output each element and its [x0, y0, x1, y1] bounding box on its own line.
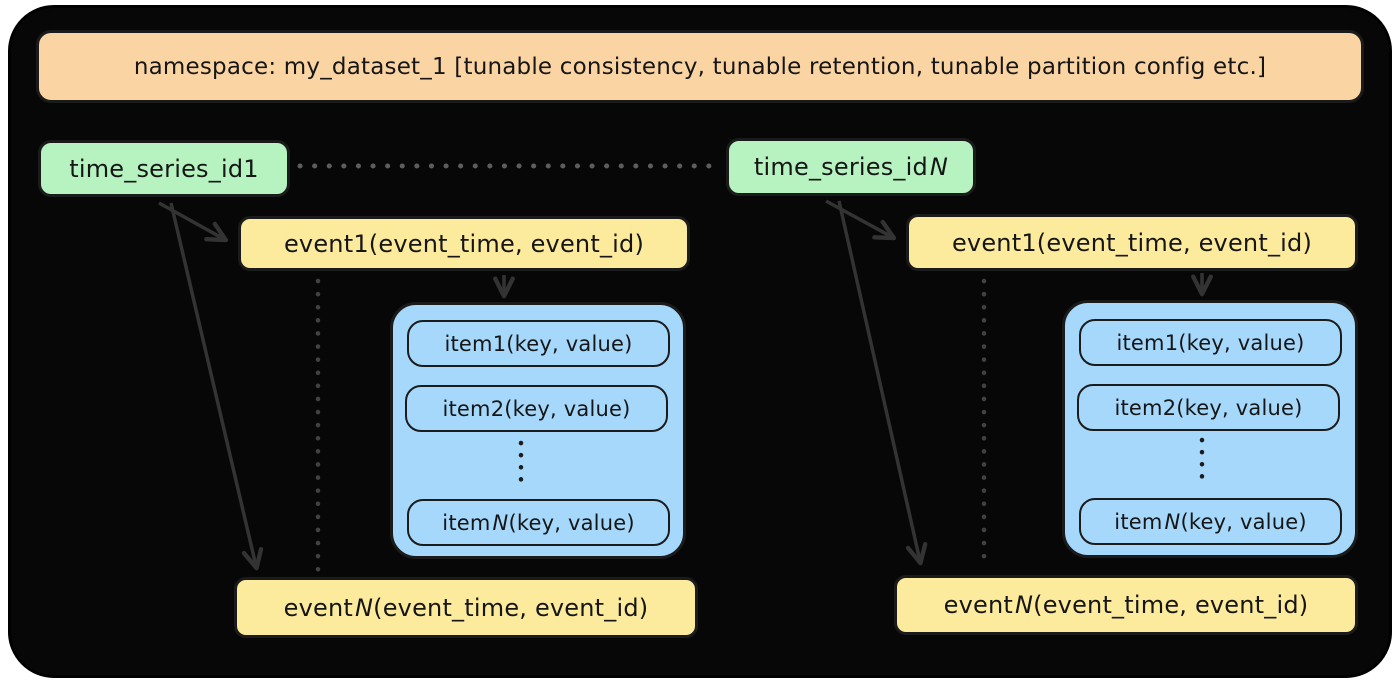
item-id: 2 [490, 396, 505, 421]
event-id: 1 [1021, 228, 1037, 257]
time-series-id: N [929, 153, 949, 181]
item-fields: (key, value) [1176, 395, 1303, 420]
event-id: N [354, 593, 374, 622]
item-id: 1 [1164, 330, 1179, 355]
item-id: N [492, 510, 509, 535]
event-last-box-right: event N (event_time, event_id) [894, 575, 1358, 635]
event-label: event [283, 593, 353, 622]
item-row: item N (key, value) [1079, 498, 1342, 545]
time-series-id: 1 [243, 154, 259, 183]
event-fields: (event_time, event_id) [1036, 228, 1313, 257]
item-row: item N (key, value) [407, 499, 670, 546]
item-fields: (key, value) [508, 510, 635, 535]
item-label: item [444, 331, 493, 356]
item-fields: (key, value) [504, 396, 631, 421]
event-label: event [951, 228, 1022, 257]
event-label: event [943, 591, 1013, 619]
items-container-left: item 1 (key, value) item 2 (key, value) … [390, 302, 686, 559]
item-fields: (key, value) [1178, 330, 1305, 355]
item-label: item [442, 510, 491, 535]
event-first-box-left: event 1 (event_time, event_id) [238, 216, 690, 271]
item-id: N [1164, 509, 1181, 534]
item-row: item 2 (key, value) [1077, 384, 1340, 431]
item-row: item 1 (key, value) [407, 320, 670, 367]
time-series-label: time_series_id [69, 154, 244, 183]
item-label: item [1116, 330, 1165, 355]
item-label: item [1114, 509, 1163, 534]
item-id: 1 [492, 331, 507, 356]
event-fields: (event_time, event_id) [368, 229, 645, 258]
time-series-box-1: time_series_id 1 [38, 140, 290, 197]
event-fields: (event_time, event_id) [1033, 591, 1309, 619]
item-label: item [442, 396, 491, 421]
time-series-label: time_series_id [753, 153, 928, 181]
event-label: event [283, 229, 354, 258]
item-fields: (key, value) [506, 331, 633, 356]
event-first-box-right: event 1 (event_time, event_id) [906, 214, 1358, 271]
namespace-box: namespace: my_dataset_1 [tunable consist… [36, 30, 1364, 103]
event-last-box-left: event N (event_time, event_id) [234, 577, 698, 638]
item-label: item [1114, 395, 1163, 420]
items-container-right: item 1 (key, value) item 2 (key, value) … [1062, 300, 1358, 558]
event-id: N [1014, 591, 1034, 619]
event-fields: (event_time, event_id) [373, 593, 649, 622]
event-id: 1 [353, 229, 369, 258]
item-fields: (key, value) [1180, 509, 1307, 534]
item-row: item 2 (key, value) [405, 385, 668, 432]
time-series-box-n: time_series_id N [726, 138, 976, 196]
item-id: 2 [1162, 395, 1177, 420]
namespace-label: namespace: my_dataset_1 [tunable consist… [133, 53, 1267, 80]
item-row: item 1 (key, value) [1079, 319, 1342, 366]
